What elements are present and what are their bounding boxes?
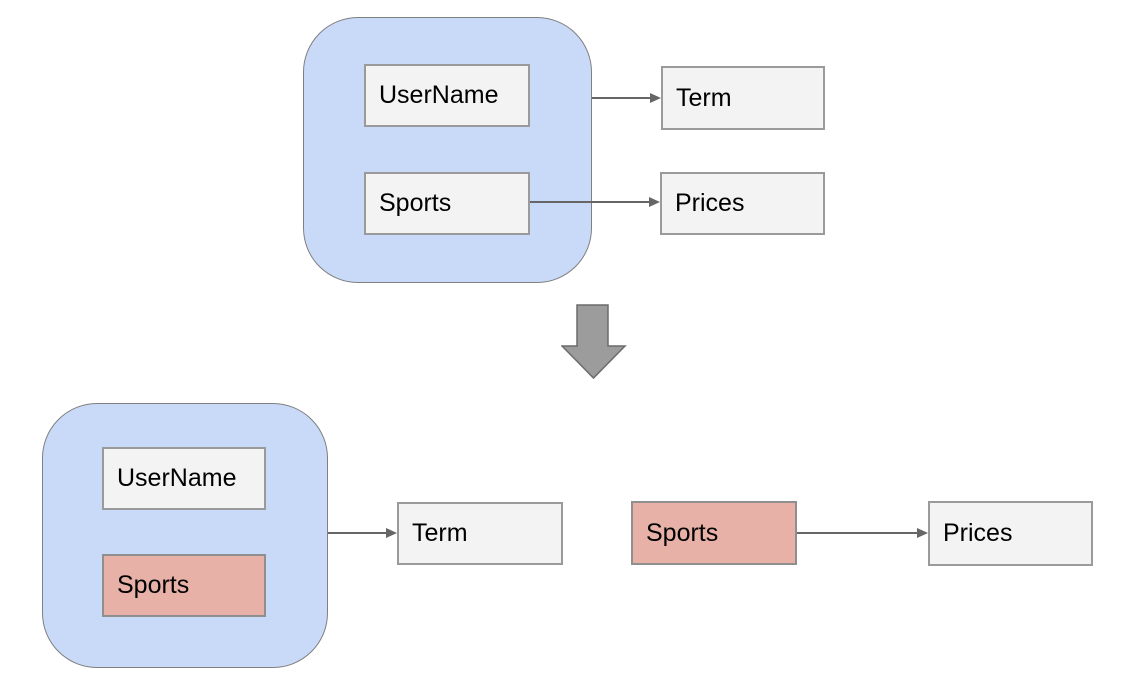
transform-down-arrow-icon	[561, 304, 627, 380]
after-extracted-sports-label: Sports	[646, 518, 719, 547]
before-field-sports-label: Sports	[379, 189, 452, 217]
before-target-prices-label: Prices	[675, 189, 745, 217]
after-connector-prices-line	[797, 532, 917, 534]
after-field-username: UserName	[102, 447, 266, 510]
after-extracted-sports: Sports	[631, 501, 797, 565]
before-target-prices: Prices	[660, 172, 825, 235]
before-connector-term-line	[592, 97, 650, 99]
before-connector-term-arrowhead-icon	[650, 93, 661, 103]
after-field-sports-highlighted: Sports	[102, 554, 266, 617]
before-field-username-label: UserName	[379, 81, 499, 109]
after-field-username-label: UserName	[117, 464, 237, 492]
after-connector-term-line	[328, 532, 386, 534]
after-field-sports-label: Sports	[117, 571, 190, 599]
after-target-prices: Prices	[928, 501, 1093, 566]
after-connector-prices-arrowhead-icon	[917, 528, 928, 538]
after-target-term: Term	[397, 502, 563, 565]
before-connector-prices-line	[530, 201, 649, 203]
before-target-term: Term	[661, 66, 825, 130]
before-field-username: UserName	[364, 64, 530, 127]
after-target-prices-label: Prices	[943, 519, 1013, 547]
after-connector-term-arrowhead-icon	[386, 528, 397, 538]
before-entity-group	[303, 17, 592, 283]
before-field-sports: Sports	[364, 172, 530, 235]
before-connector-prices-arrowhead-icon	[649, 197, 660, 207]
before-target-term-label: Term	[676, 83, 732, 112]
after-entity-group	[42, 403, 328, 668]
after-target-term-label: Term	[412, 519, 468, 547]
